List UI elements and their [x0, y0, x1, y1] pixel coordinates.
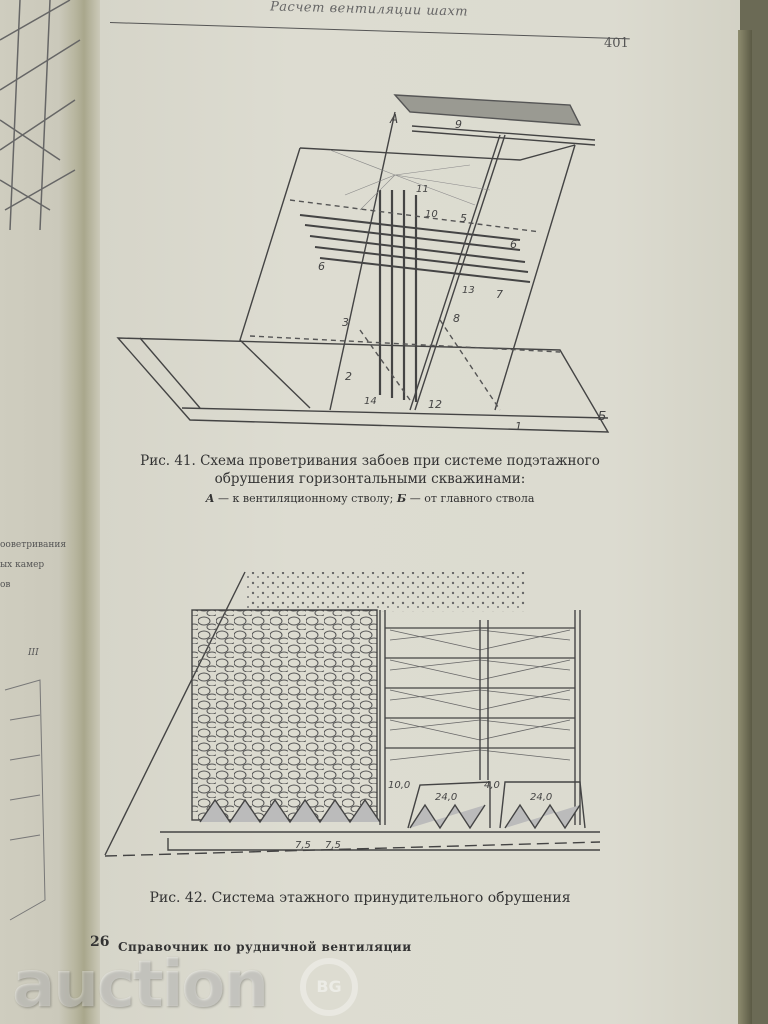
- label-6-left: 6: [318, 260, 325, 273]
- watermark-logo: auction: [12, 948, 269, 1022]
- figure-41-caption-line2: обрушения горизонтальными скважинами:: [214, 471, 526, 487]
- left-fragment-line: ов: [0, 580, 11, 590]
- footer-signature-number: 26: [90, 934, 110, 950]
- figure-41-caption: Рис. 41. Схема проветривания забоев при …: [110, 452, 630, 488]
- left-page-sketch: [0, 0, 81, 921]
- left-fragment-line: ооветривания: [0, 540, 67, 550]
- left-fragment-line: ых камер: [0, 560, 45, 570]
- figure-41-caption-line1: Рис. 41. Схема проветривания забоев при …: [140, 453, 600, 469]
- figure-42-caption: Рис. 42. Система этажного принудительног…: [149, 890, 571, 906]
- label-13: 13: [462, 285, 475, 296]
- dim-10: 10,0: [388, 780, 410, 791]
- label-5: 5: [460, 212, 467, 225]
- label-11: 11: [416, 184, 429, 195]
- label-A: А: [389, 112, 398, 126]
- dim-7-5-left: 7,5: [295, 840, 311, 851]
- legend-b-key: Б: [396, 492, 407, 505]
- left-facing-page: ооветривания ых камер ов III: [0, 0, 84, 1024]
- label-12: 12: [428, 398, 442, 411]
- dim-7-5-right: 7,5: [325, 840, 341, 851]
- label-8: 8: [453, 312, 460, 325]
- figure-41-diagram: А Б 1 2 3 5 6 6 7 8 9 10 11 12 13 14: [116, 94, 610, 433]
- label-3: 3: [342, 316, 349, 329]
- label-14: 14: [364, 396, 377, 407]
- legend-a-text: — к вентиляционному стволу;: [214, 492, 397, 505]
- figure-42-diagram: 10,0 24,0 4,0 24,0 7,5 7,5: [104, 571, 601, 857]
- dim-24-right: 24,0: [530, 792, 552, 803]
- watermark-badge: BG: [300, 958, 358, 1016]
- label-10: 10: [425, 209, 438, 220]
- label-6-right: 6: [510, 238, 517, 251]
- legend-a-key: А: [205, 492, 215, 505]
- legend-b-text: — от главного ствола: [406, 492, 535, 505]
- footer-book-title: Справочник по рудничной вентиляции: [118, 940, 412, 954]
- left-section-label: III: [28, 648, 39, 658]
- book-cover-edge: [738, 30, 752, 1024]
- figure-41-legend: А — к вентиляционному стволу; Б — от гла…: [110, 492, 630, 505]
- label-B: Б: [598, 409, 606, 423]
- label-7: 7: [496, 288, 503, 301]
- label-1: 1: [515, 420, 522, 433]
- label-2: 2: [345, 370, 352, 383]
- dim-4: 4,0: [484, 780, 500, 791]
- book-gutter: [84, 0, 104, 1024]
- label-9: 9: [455, 118, 462, 131]
- dim-24-left: 24,0: [435, 792, 457, 803]
- page-number: 401: [604, 36, 629, 51]
